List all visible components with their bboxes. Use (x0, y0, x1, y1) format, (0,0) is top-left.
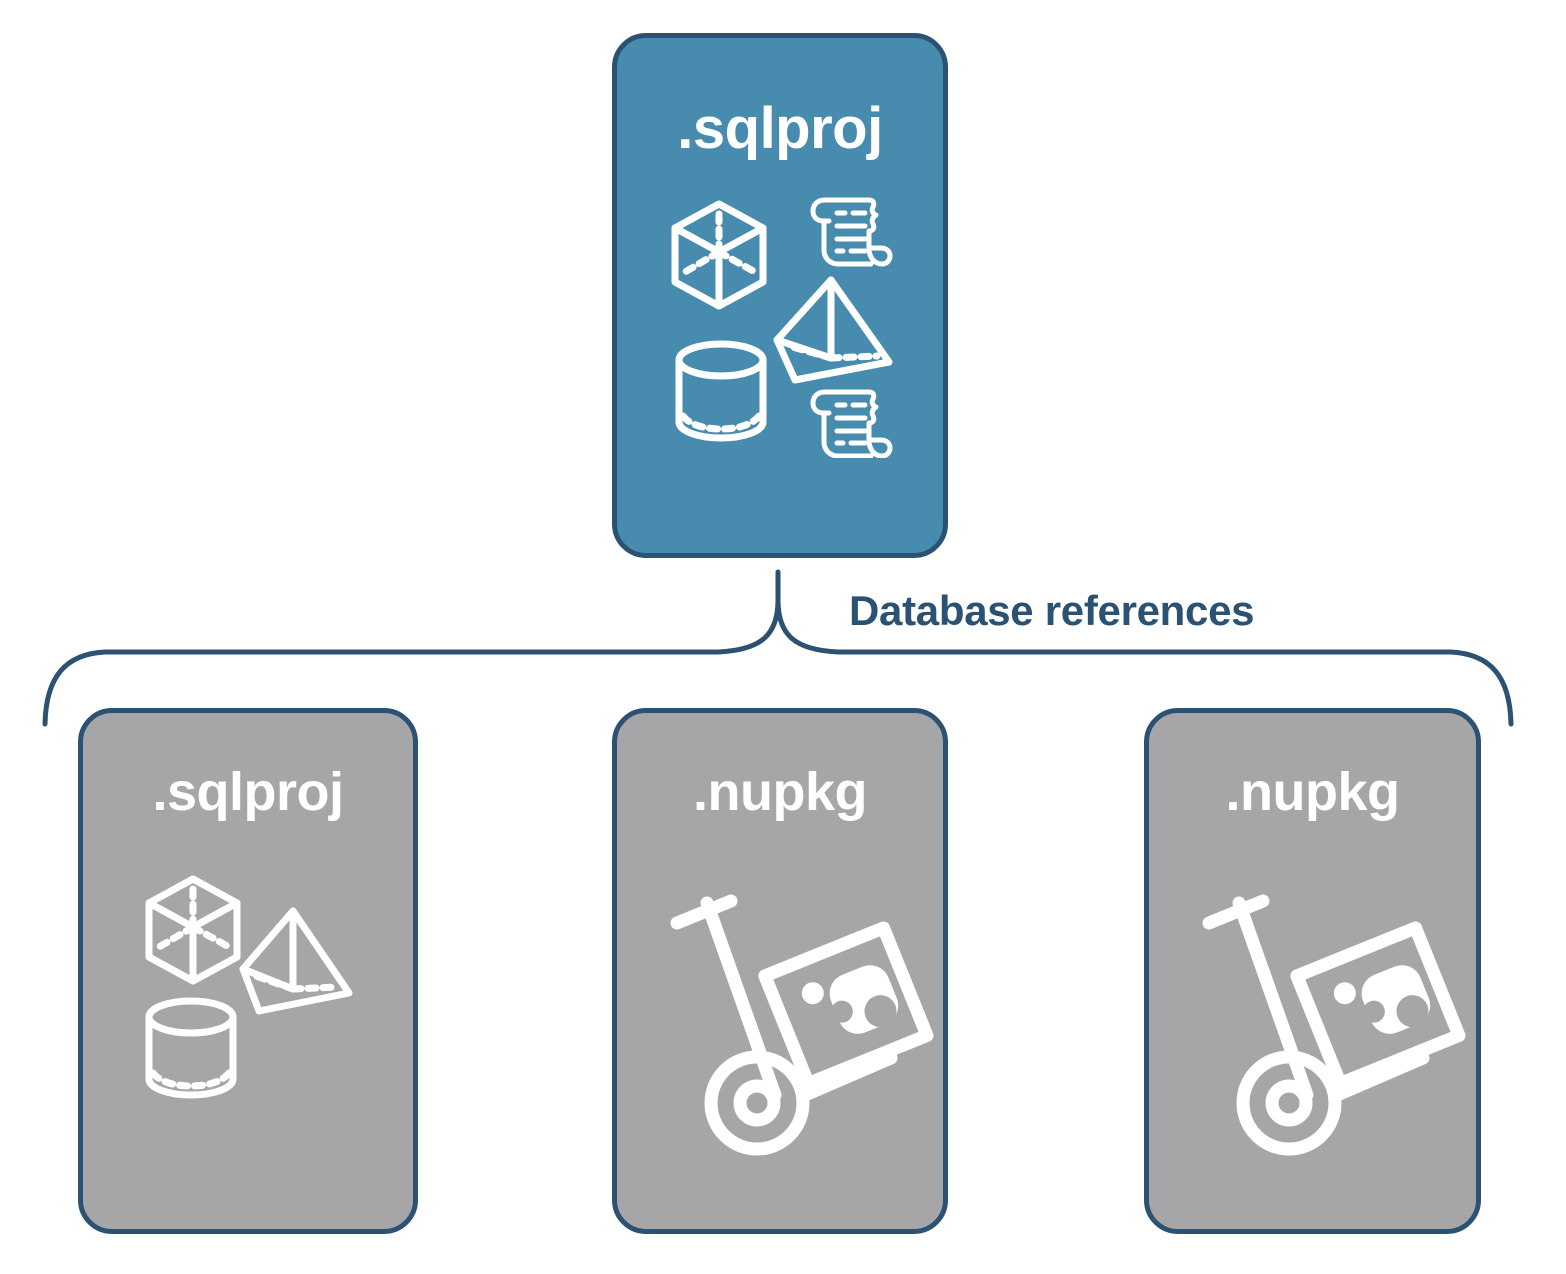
reference-card-icon-group (647, 845, 937, 1165)
nupkg-icon-svg (1202, 894, 1466, 1156)
pyramid-icon (773, 276, 893, 384)
package-box-icon (758, 921, 934, 1090)
root-card-icon-group (667, 188, 907, 459)
reference-card-nupkg-1[interactable]: .nupkg (612, 708, 948, 1234)
cylinder-icon (145, 997, 237, 1099)
pyramid-icon (239, 907, 353, 1015)
reference-card-icon-group (131, 865, 381, 1115)
root-project-card[interactable]: .sqlproj (612, 33, 948, 558)
reference-card-icon-group (1179, 845, 1469, 1165)
cube-icon (671, 200, 767, 310)
package-box-icon (1290, 921, 1466, 1090)
hand-truck-package-icon (670, 894, 898, 1156)
brace-label: Database references (843, 587, 1261, 635)
script-scroll-icon (810, 389, 893, 459)
root-icons-svg (671, 197, 893, 459)
reference-card-sqlproj[interactable]: .sqlproj (78, 708, 418, 1234)
cube-icon (145, 875, 241, 985)
root-card-label: .sqlproj (677, 96, 883, 161)
reference-card-label: .nupkg (1225, 762, 1400, 822)
reference-card-nupkg-2[interactable]: .nupkg (1144, 708, 1481, 1234)
script-scroll-icon (810, 197, 893, 267)
reference-card-label: .sqlproj (152, 762, 344, 822)
cylinder-icon (675, 340, 767, 442)
sqlproj-icons-svg (145, 875, 353, 1099)
nupkg-icon-svg (670, 894, 934, 1156)
hand-truck-package-icon (1202, 894, 1430, 1156)
reference-card-label: .nupkg (693, 762, 867, 822)
